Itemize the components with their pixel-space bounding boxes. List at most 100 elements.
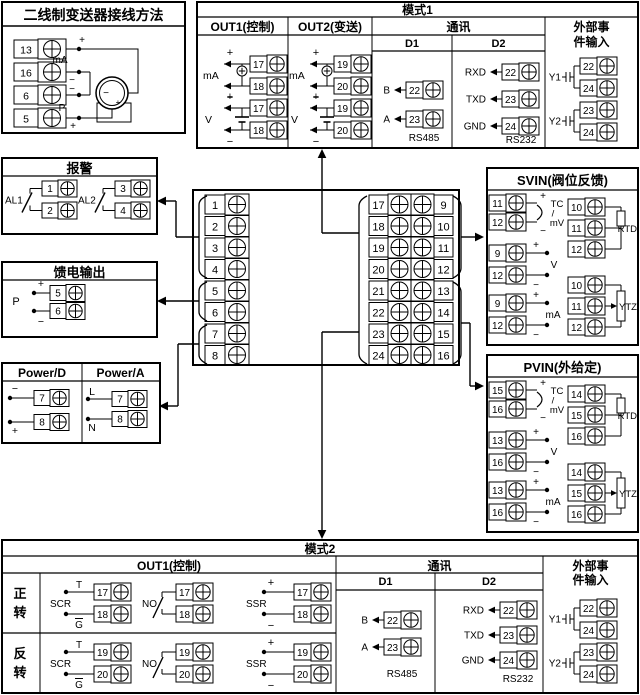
svin-box-title: SVIN(阀位反馈) bbox=[516, 172, 608, 188]
svg-text:−: − bbox=[540, 226, 546, 237]
svg-text:19: 19 bbox=[97, 648, 109, 659]
svg-text:8: 8 bbox=[39, 418, 45, 429]
connection-arrows bbox=[157, 149, 484, 539]
svg-text:+: + bbox=[540, 191, 546, 202]
svg-text:6: 6 bbox=[23, 91, 29, 103]
svg-text:RS485: RS485 bbox=[387, 669, 418, 680]
svg-text:T: T bbox=[76, 580, 82, 591]
svg-text:RS485: RS485 bbox=[409, 133, 440, 144]
svg-text:14: 14 bbox=[571, 390, 583, 401]
svg-text:16: 16 bbox=[492, 405, 504, 416]
svg-text:+: + bbox=[313, 47, 319, 59]
svg-text:AL1: AL1 bbox=[5, 196, 23, 207]
svg-text:2: 2 bbox=[212, 222, 218, 234]
svg-text:14: 14 bbox=[437, 308, 449, 320]
svg-text:mA: mA bbox=[53, 55, 68, 66]
mode2-d1-header: D1 bbox=[378, 576, 393, 588]
svg-text:T: T bbox=[76, 640, 82, 651]
svg-text:P: P bbox=[59, 103, 66, 114]
svg-text:12: 12 bbox=[492, 321, 504, 332]
svg-text:mA: mA bbox=[546, 497, 561, 508]
svg-text:Y2: Y2 bbox=[549, 117, 562, 128]
svg-text:13: 13 bbox=[492, 486, 504, 497]
svg-text:18: 18 bbox=[179, 610, 191, 621]
svg-text:AL2: AL2 bbox=[78, 196, 96, 207]
power-d-header: Power/D bbox=[17, 365, 66, 380]
svg-text:A: A bbox=[361, 643, 368, 654]
svg-text:11: 11 bbox=[571, 224, 582, 235]
svg-text:18: 18 bbox=[297, 610, 309, 621]
svg-text:10: 10 bbox=[437, 222, 449, 234]
svg-text:−: − bbox=[69, 84, 75, 95]
svg-text:12: 12 bbox=[571, 245, 583, 256]
svg-text:24: 24 bbox=[583, 670, 595, 681]
mode1-d1-header: D1 bbox=[404, 37, 420, 50]
power-a-header: Power/A bbox=[96, 365, 145, 380]
svg-text:+: + bbox=[533, 290, 539, 301]
pvin-box: 151613161316+−TC/mV+−V+−mA141516141516RT… bbox=[486, 354, 639, 533]
svin-box: 1112912912+−TC/mV+−V+−mA101112101112RTDY… bbox=[486, 167, 639, 346]
svg-text:RS232: RS232 bbox=[503, 674, 534, 685]
mode2-box: SCRTG1718NO1718SSR+−1718SCRTG1920NO1920S… bbox=[1, 539, 639, 694]
svg-text:+: + bbox=[12, 425, 18, 437]
svg-text:13: 13 bbox=[437, 286, 449, 298]
svg-text:5: 5 bbox=[23, 114, 29, 126]
svg-text:16: 16 bbox=[492, 508, 504, 519]
svg-text:18: 18 bbox=[97, 610, 109, 621]
svg-text:16: 16 bbox=[571, 432, 583, 443]
svg-text:7: 7 bbox=[117, 395, 123, 406]
svg-text:L: L bbox=[89, 386, 95, 398]
svg-text:A: A bbox=[383, 115, 390, 126]
svg-text:24: 24 bbox=[583, 128, 595, 139]
svg-text:17: 17 bbox=[372, 200, 384, 212]
svg-text:mV: mV bbox=[550, 218, 565, 229]
svg-text:1: 1 bbox=[47, 184, 53, 195]
svg-text:SCR: SCR bbox=[50, 659, 71, 670]
svg-text:TXD: TXD bbox=[466, 95, 486, 106]
feed-box-title: 馈电输出 bbox=[53, 265, 106, 280]
alarm-box-title: 报警 bbox=[66, 161, 93, 176]
svg-text:17: 17 bbox=[253, 104, 265, 115]
svg-text:−: − bbox=[12, 383, 18, 395]
svg-text:21: 21 bbox=[372, 286, 384, 298]
svg-text:19: 19 bbox=[337, 60, 349, 71]
mode2-d2-header: D2 bbox=[481, 576, 497, 588]
svg-text:17: 17 bbox=[253, 60, 265, 71]
svg-text:Y1: Y1 bbox=[549, 73, 562, 84]
mode1-events-header-1: 外部事 bbox=[573, 20, 610, 34]
mode2-events-header-1: 外部事 bbox=[572, 559, 609, 573]
svg-text:mA: mA bbox=[203, 70, 219, 82]
mode2-out1-header: OUT1(控制) bbox=[137, 558, 201, 573]
svg-text:10: 10 bbox=[571, 281, 583, 292]
svg-text:RXD: RXD bbox=[465, 68, 486, 79]
svg-text:14: 14 bbox=[571, 468, 583, 479]
svg-text:+: + bbox=[70, 121, 76, 132]
svg-text:NO: NO bbox=[142, 599, 157, 610]
svg-text:−: − bbox=[533, 330, 539, 341]
svg-text:+: + bbox=[116, 98, 121, 107]
svg-text:−: − bbox=[268, 680, 274, 692]
svg-text:TC: TC bbox=[551, 386, 564, 397]
svg-text:6: 6 bbox=[55, 307, 61, 318]
svg-text:19: 19 bbox=[179, 648, 191, 659]
svg-text:G: G bbox=[75, 680, 83, 691]
svg-text:+: + bbox=[227, 91, 233, 103]
feed-output-box: P+5−6 bbox=[1, 261, 158, 338]
svg-text:12: 12 bbox=[571, 323, 583, 334]
svg-text:15: 15 bbox=[437, 329, 449, 341]
mode1-out2-header: OUT2(变送) bbox=[298, 20, 362, 34]
svg-text:+: + bbox=[79, 35, 85, 46]
svg-text:12: 12 bbox=[492, 271, 504, 282]
svg-text:24: 24 bbox=[583, 84, 595, 95]
svg-text:23: 23 bbox=[409, 115, 421, 126]
svg-text:SSR: SSR bbox=[246, 599, 267, 610]
svg-text:RTD: RTD bbox=[618, 411, 637, 422]
transmitter-method-box: 13+16−6−5+mAP−+ bbox=[1, 1, 186, 134]
svg-text:16: 16 bbox=[437, 351, 449, 363]
svg-text:12: 12 bbox=[437, 265, 449, 277]
svg-text:P: P bbox=[12, 296, 19, 308]
svg-text:23: 23 bbox=[505, 95, 517, 106]
svg-text:15: 15 bbox=[571, 411, 583, 422]
